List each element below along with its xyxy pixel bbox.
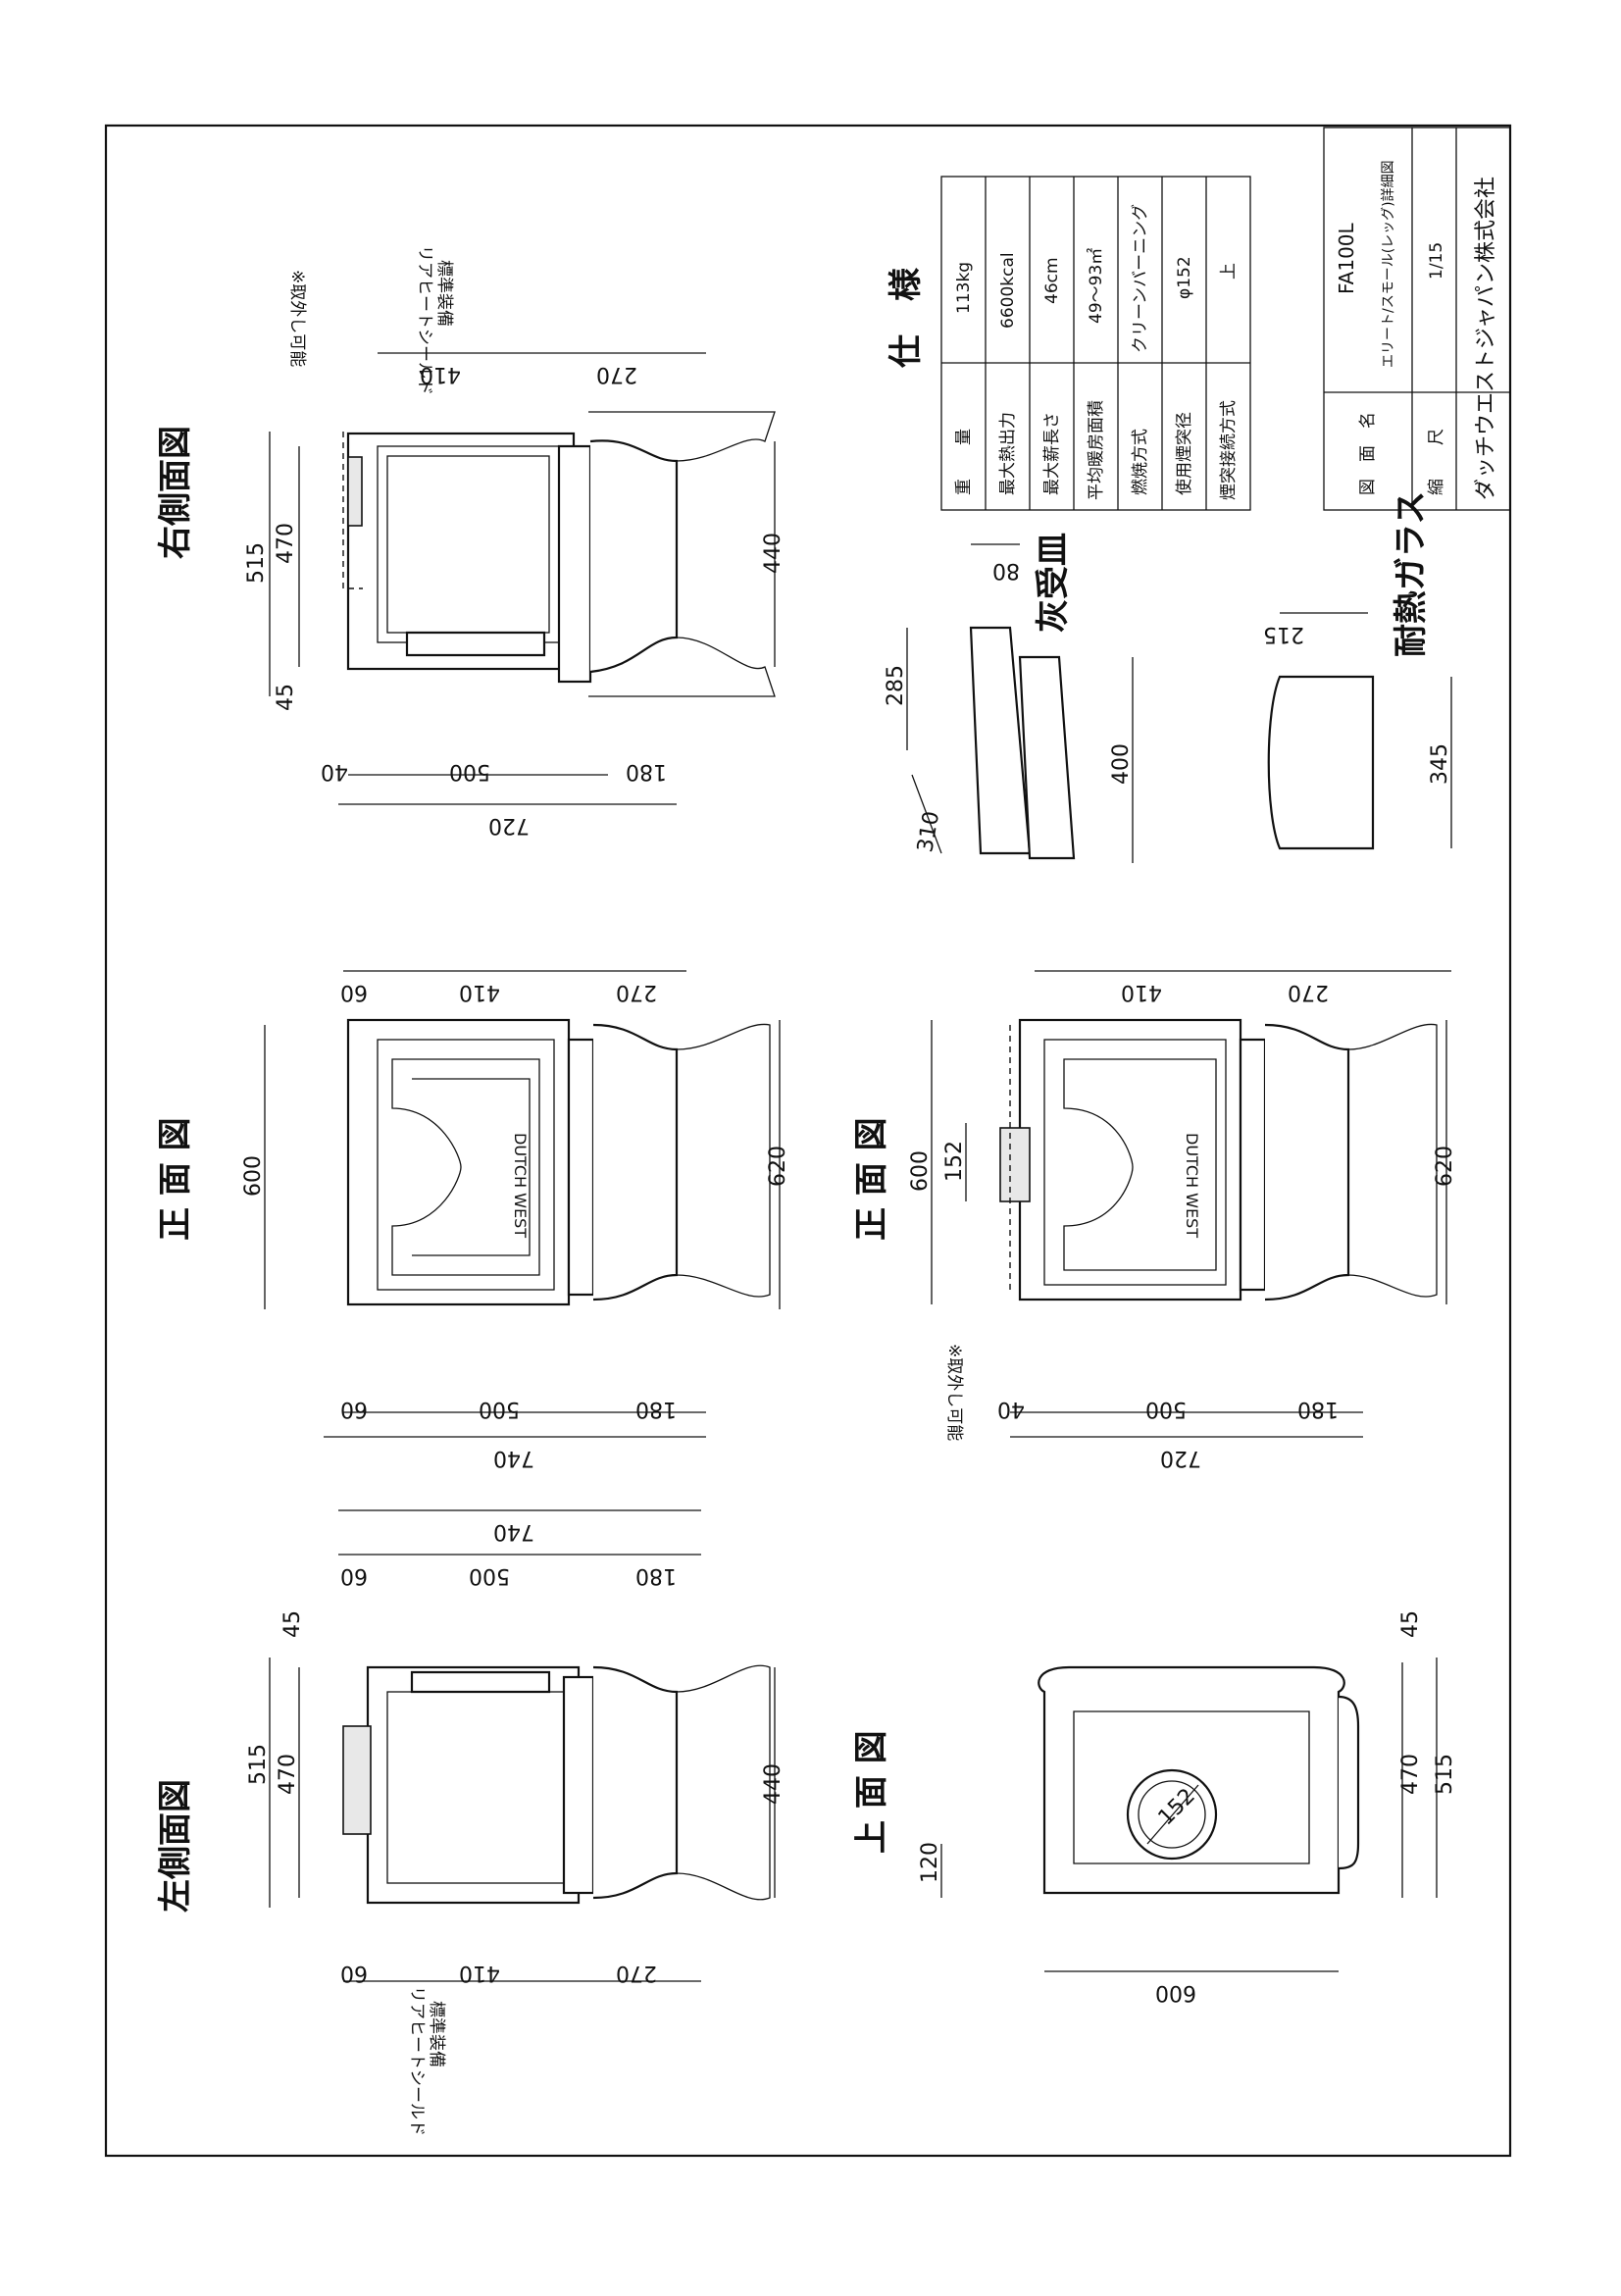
spec-label-connection: 煙突接続方式 [1219,400,1239,500]
ash-dim-285: 285 [884,665,908,706]
ls-dim-470: 470 [276,1754,300,1795]
fu-dim-740: 740 [493,1446,534,1470]
rs-dim-410: 410 [420,362,461,386]
tb-scale-value: 1/15 [1427,242,1446,280]
ls-dim-740: 740 [493,1519,534,1544]
tv-dim-515: 515 [1433,1754,1457,1795]
fl-dim-40: 40 [997,1397,1025,1421]
fl-dim-180: 180 [1297,1397,1339,1421]
ls-dim-60a: 60 [340,1563,368,1588]
ash-dim-80: 80 [992,558,1020,583]
tv-dim-120: 120 [918,1842,942,1883]
right-side-body [346,432,576,671]
rs-dim-45: 45 [274,684,298,711]
rs-note-shield-2: 標準装備 [434,260,454,327]
rs-dim-720: 720 [488,813,530,838]
front-view-upper: 正 面 図 DUTCH WEST 600 60 410 270 60 500 1… [156,970,790,1470]
fu-dim-270: 270 [616,980,657,1004]
spec-title: 仕 様 [886,267,926,368]
spec-label-weight: 重 量 [954,429,974,495]
top-view-title: 上 面 図 [852,1730,891,1854]
front-view-lower: 正 面 図 DUTCH WEST 600 152 410 270 40 500 … [852,970,1457,1470]
glass-label: 耐熱ガラス [1392,491,1431,657]
spec-label-heat: 最大熱出力 [998,412,1018,495]
top-view: 上 面 図 152 45 470 515 120 600 [852,1610,1457,2005]
glass-dim-345: 345 [1428,743,1452,785]
spec-label-flue: 使用煙突径 [1174,412,1194,495]
rs-dim-440: 440 [761,533,785,574]
rs-dim-470: 470 [274,523,298,564]
rs-dim-515: 515 [244,542,269,584]
ash-dim-400: 400 [1109,743,1134,785]
ash-pan-view: 80 285 400 310 灰受皿 [884,533,1134,863]
spec-value-weight: 113kg [954,262,974,314]
spec-value-area: 49～93㎡ [1087,248,1106,324]
front-lower-title: 正 面 図 [852,1117,891,1241]
fl-dim-270: 270 [1288,980,1329,1004]
fl-dim-152: 152 [942,1141,967,1182]
tb-drawing-name-label: 図 面 名 [1358,412,1378,495]
fu-dim-410: 410 [459,980,500,1004]
fl-dim-500: 500 [1145,1397,1187,1421]
tb-drawing-name-1: FA100L [1335,222,1358,294]
ls-note-shield-1: リアヒートシールド [407,1986,427,2136]
ls-dim-440: 440 [761,1763,785,1805]
fu-dim-60b: 60 [340,1397,368,1421]
glass-dim-215: 215 [1263,622,1304,646]
rs-dim-40: 40 [321,759,348,784]
right-side-view: 右側面図 515 470 45 410 270 40 500 180 720 4… [156,245,785,838]
tb-company: ダッチウエストジャパン株式会社 [1474,177,1498,500]
fl-dim-600: 600 [908,1150,933,1192]
front-upper-title: 正 面 図 [156,1117,195,1241]
tv-dim-470: 470 [1398,1754,1423,1795]
glass-view: 215 345 耐熱ガラス [1263,491,1452,850]
fu-dim-60a: 60 [340,980,368,1004]
front-upper-brand: DUTCH WEST [511,1133,530,1238]
ls-dim-270: 270 [616,1961,657,1985]
spec-value-log: 46cm [1042,257,1062,304]
rs-dim-500: 500 [449,759,490,784]
title-block: 図 面 名 FA100L エリート/スモール(レッグ)詳細図 縮 尺 1/15 … [1323,127,1511,511]
tv-dim-600: 600 [1155,1980,1196,2005]
ash-pan-label: 灰受皿 [1034,533,1073,633]
front-lower-brand: DUTCH WEST [1183,1133,1201,1238]
left-side-title: 左側面図 [156,1779,195,1913]
rs-dim-270: 270 [596,362,637,386]
fu-dim-500: 500 [479,1397,520,1421]
spec-label-area: 平均暖房面積 [1087,400,1106,500]
ls-dim-515: 515 [246,1744,271,1785]
spec-value-flue: φ152 [1175,256,1194,299]
fl-note-removable: ※取外し可能 [944,1344,964,1441]
fu-dim-600: 600 [241,1155,266,1197]
tb-scale-label: 縮 尺 [1427,429,1446,495]
right-side-title: 右側面図 [156,426,195,559]
rs-note-removable: ※取外し可能 [287,270,307,367]
spec-label-combustion: 燃焼方式 [1131,429,1150,495]
ls-dim-60b: 60 [340,1961,368,1985]
fl-dim-720: 720 [1160,1446,1201,1470]
ls-dim-45: 45 [280,1610,305,1638]
ls-dim-500: 500 [469,1563,510,1588]
spec-label-log: 最大薪長さ [1042,412,1062,495]
spec-value-combustion: クリーンバーニング [1131,204,1150,353]
spec-value-heat: 6600kcal [998,252,1018,329]
ls-note-shield-2: 標準装備 [427,2001,446,2067]
fl-dim-410: 410 [1121,980,1162,1004]
spec-value-connection: 上 [1219,263,1239,280]
rs-dim-180: 180 [626,759,667,784]
ls-dim-410: 410 [459,1961,500,1985]
spec-table: 仕 様 重 量 113kg 最大熱出力 6600kcal 最大薪長さ 46cm … [886,176,1251,511]
tb-drawing-name-2: エリート/スモール(レッグ)詳細図 [1381,160,1396,368]
rs-note-shield-1: リアヒートシールド [415,245,434,395]
tv-dim-45: 45 [1398,1610,1423,1638]
fl-dim-620: 620 [1433,1146,1457,1187]
drawing-border [104,124,1512,2158]
fu-dim-180: 180 [635,1397,677,1421]
left-side-view: 左側面図 740 60 500 180 45 515 470 440 60 41… [156,1509,785,2136]
fu-dim-620: 620 [766,1146,790,1187]
ls-dim-180: 180 [635,1563,677,1588]
